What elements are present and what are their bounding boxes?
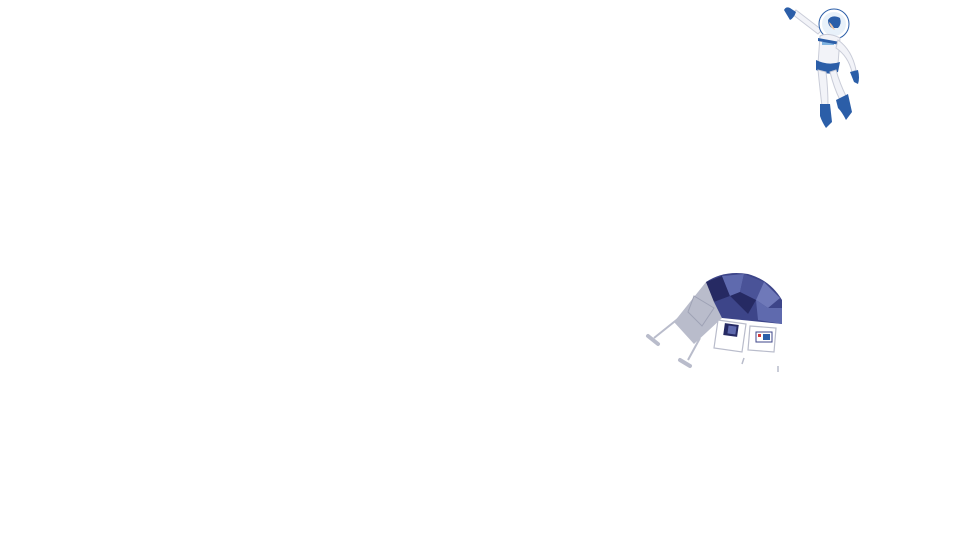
astronaut-hair bbox=[828, 16, 841, 28]
capsule-dome-facet-6 bbox=[756, 300, 782, 324]
capsule-screen-glow bbox=[727, 325, 737, 335]
astronaut-leg-right bbox=[829, 69, 847, 101]
capsule-dome-facet-3 bbox=[740, 274, 764, 300]
astronaut-badge bbox=[822, 42, 834, 45]
astronaut-boot-right bbox=[836, 94, 852, 120]
capsule-foot-left bbox=[646, 334, 660, 346]
astronaut-boot-left bbox=[820, 104, 832, 128]
capsule-hatch bbox=[687, 295, 715, 327]
astronaut-icon bbox=[784, 7, 859, 128]
capsule-hull bbox=[674, 282, 722, 344]
capsule-indicator-blue bbox=[763, 334, 770, 340]
capsule-leg-mid bbox=[687, 337, 701, 361]
capsule-dome-facet-4 bbox=[756, 282, 780, 308]
capsule-leg-right bbox=[741, 357, 745, 365]
astronaut-strap bbox=[818, 38, 840, 45]
astronaut-glove-right bbox=[850, 70, 859, 84]
astronaut-glove bbox=[784, 7, 796, 20]
capsule-dome-facet-7 bbox=[714, 296, 748, 318]
capsule-dome-facet-1 bbox=[706, 276, 730, 302]
astronaut-face bbox=[829, 22, 835, 30]
astronaut-leg-left bbox=[817, 69, 829, 107]
astronaut-arm bbox=[791, 9, 823, 35]
capsule-dome-facet-5 bbox=[730, 292, 756, 314]
capsule-foot-mid bbox=[678, 358, 692, 368]
capsule-indicator-red bbox=[758, 334, 761, 337]
space-capsule-icon bbox=[646, 273, 782, 372]
capsule-dome-facet-2 bbox=[722, 274, 744, 296]
